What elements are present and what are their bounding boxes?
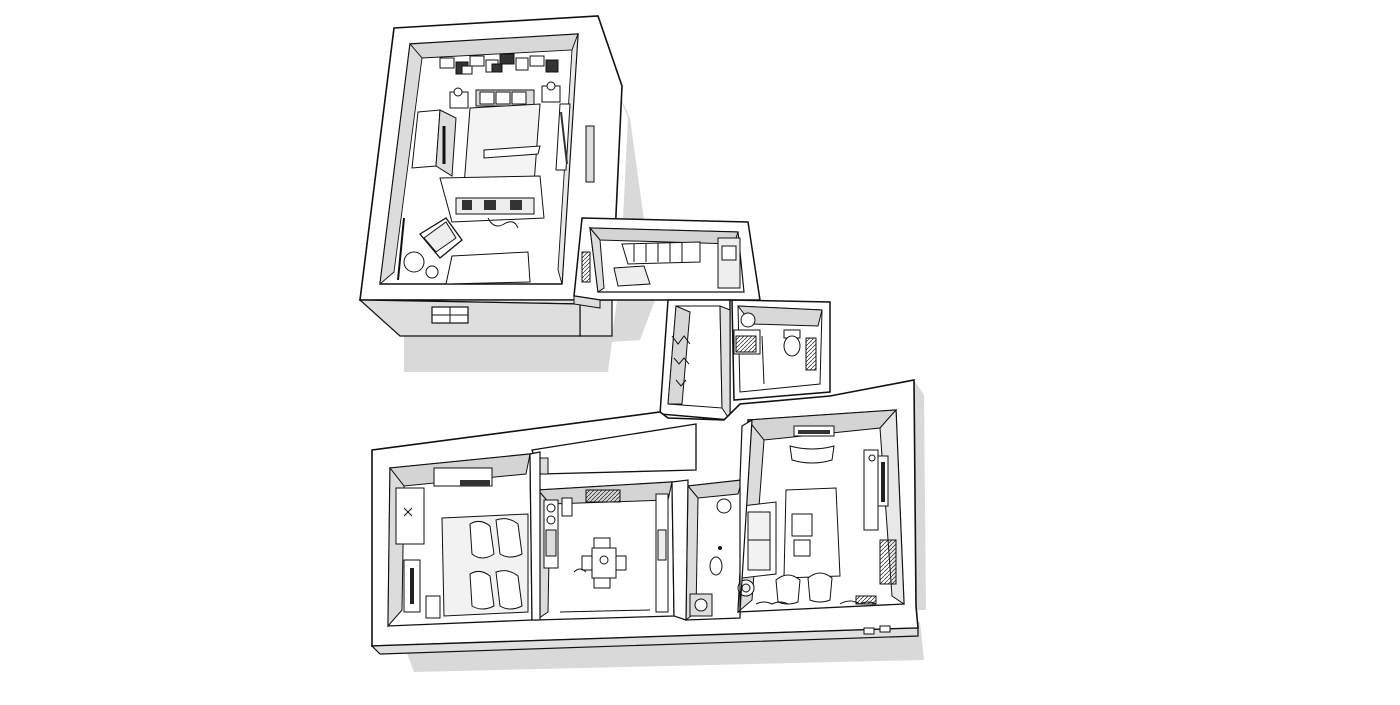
kitchen-dining [531, 423, 697, 621]
wardrobe-icon [411, 109, 457, 177]
dining-table-icon [573, 537, 627, 589]
small-bath [685, 479, 743, 622]
fireplace-icon [585, 489, 621, 503]
bathroom [731, 299, 831, 401]
corridor [659, 299, 731, 422]
coffee-table-icon [791, 513, 813, 557]
sink-icon [716, 498, 732, 514]
side-table-icon [403, 251, 425, 273]
washing-machine-icon [689, 593, 713, 617]
armchairs-icon [775, 572, 833, 605]
bed-icon [463, 89, 541, 187]
armchair-icon [419, 217, 463, 259]
hallway [573, 217, 761, 309]
tv-console-icon [863, 449, 889, 531]
sofa-icon [741, 501, 777, 579]
air-conditioner-icon [789, 425, 835, 464]
sink-icon [740, 312, 756, 328]
towel-rail-icon [805, 337, 817, 371]
counter-icon [543, 497, 573, 569]
desk-icon [439, 175, 545, 229]
coat-rack-icon [671, 335, 691, 387]
living-room [737, 408, 905, 614]
toilet-icon [709, 556, 723, 576]
toilet-icon [783, 329, 801, 357]
radiator-icon [879, 539, 897, 585]
picture-wall-icon [439, 53, 559, 75]
lower-bedroom [387, 453, 533, 628]
upper-bedroom [358, 15, 623, 337]
twin-beds-icon [441, 513, 529, 617]
interior-walls [529, 418, 753, 621]
stairs-icon [613, 241, 701, 287]
